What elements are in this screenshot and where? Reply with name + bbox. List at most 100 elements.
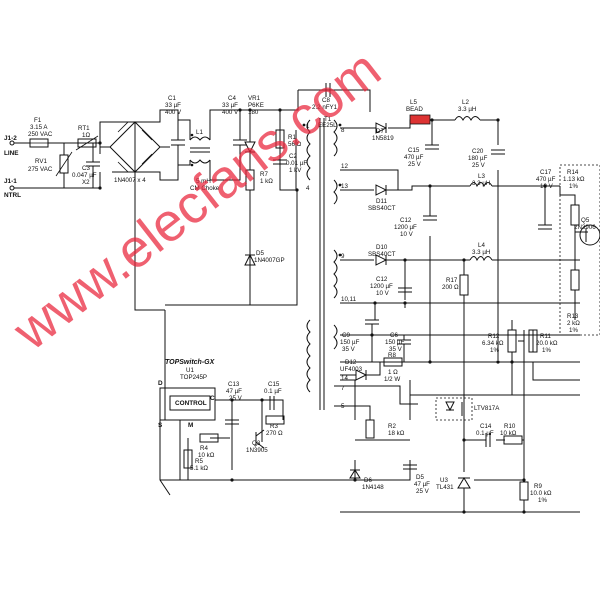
label-l5-name: L5: [410, 99, 417, 106]
label-c12a-name: C12: [400, 217, 412, 224]
label-f1-val1: 3.15 A: [30, 124, 48, 131]
label-pin7: 7: [341, 385, 345, 392]
label-r2-val: 18 kΩ: [388, 430, 405, 437]
component-labels: J1-2 LINE J1-1 NTRL F1 3.15 A 250 VAC RV…: [4, 95, 596, 504]
label-j11: J1-1: [4, 178, 17, 185]
label-bridge: 1N4007 x 4: [114, 177, 146, 184]
thermistor-rt1-symbol: [75, 135, 99, 151]
label-r11-val1: 20.0 kΩ: [536, 340, 558, 347]
label-vr1-name: VR1: [248, 95, 261, 102]
resistor-r9-symbol: [519, 481, 529, 501]
label-pin-m: M: [188, 422, 193, 429]
label-c4-name: C4: [228, 95, 236, 102]
label-d5-val: 1N4007GP: [254, 257, 285, 264]
terminal-j11: [9, 185, 15, 191]
resistor-r17-symbol: [459, 274, 469, 296]
label-c4-val1: 33 µF: [222, 102, 238, 109]
diode-d5-symbol: [244, 190, 256, 290]
capacitor-c2-symbol: [273, 159, 287, 165]
label-c12b-val1: 1200 µF: [370, 283, 393, 290]
label-r11-name: R11: [540, 333, 551, 340]
capacitor-c14-symbol: [485, 433, 491, 447]
label-c20-val1: 180 µF: [468, 155, 488, 162]
diode-d7-symbol: [375, 122, 388, 134]
label-c6-val1: 150 µF: [385, 339, 405, 346]
label-r4-val: 10 kΩ: [198, 452, 215, 459]
label-c12b-name: C12: [376, 276, 388, 283]
resistor-r13-symbol: [570, 269, 580, 291]
label-c4-val2: 400 V: [222, 109, 239, 116]
label-d11-val: SBS40CT: [368, 205, 396, 212]
label-u1-name: U1: [186, 367, 194, 374]
label-l4-val: 3.3 µH: [472, 249, 490, 256]
diode-d11-symbol: [375, 184, 388, 196]
capacitor-c15a-symbol: [425, 144, 439, 150]
label-line: LINE: [4, 150, 19, 157]
label-c12a-val2: 10 V: [400, 231, 414, 238]
resistor-r2-symbol: [365, 419, 375, 439]
label-r9-val2: 1%: [538, 497, 547, 504]
label-c3-val2: X2: [82, 179, 90, 186]
optocoupler-u2-symbol: [435, 397, 473, 421]
label-r9-val1: 10.0 kΩ: [530, 490, 552, 497]
label-r13-val1: 2 kΩ: [567, 320, 580, 327]
label-r12-name: R12: [488, 333, 500, 340]
label-d12-name: D12: [345, 359, 357, 366]
capacitor-c13-symbol: [225, 419, 239, 425]
bead-l5-symbol: [409, 114, 431, 125]
inductor-l2-symbol: [454, 116, 481, 122]
label-r3-val: 270 Ω: [266, 430, 283, 437]
label-r4-name: R4: [200, 445, 208, 452]
label-l4-name: L4: [478, 242, 485, 249]
label-q3-name: Q3: [252, 440, 261, 447]
label-pin1: 1: [306, 123, 310, 130]
label-r14-val1: 1.13 kΩ: [563, 176, 585, 183]
label-pin1011: 10,11: [341, 296, 357, 303]
label-r8-name: R8: [388, 352, 396, 359]
label-c3-name: C3: [82, 165, 90, 172]
label-r17-name: R17: [446, 277, 458, 284]
label-d8-name: D5: [416, 474, 424, 481]
label-r1-val: 56 Ω: [288, 141, 302, 148]
label-c17-val1: 470 µF: [536, 176, 556, 183]
label-l3-val: 3.3 µH: [472, 180, 490, 187]
label-t1-val: EE25L: [318, 122, 337, 129]
label-f1-name: F1: [34, 117, 42, 124]
capacitor-c9-symbol: [365, 319, 379, 335]
label-d12-val: UF4003: [340, 366, 363, 373]
label-pin9: 9: [341, 253, 345, 260]
label-r10-val: 10 kΩ: [500, 430, 517, 437]
label-c13-val1: 47 µF: [226, 388, 242, 395]
label-pin12: 12: [341, 163, 348, 170]
label-c1-name: C1: [168, 95, 176, 102]
label-vr1-val2: 180: [248, 109, 259, 116]
resistor-r3-symbol: [265, 415, 285, 425]
label-c13-name: C13: [228, 381, 240, 388]
choke-l1-symbol: [189, 133, 211, 167]
capacitor-c16-symbol: [269, 396, 275, 410]
label-q5-name: Q5: [581, 217, 590, 224]
label-r7-val: 1 kΩ: [260, 178, 273, 185]
label-c14-val: 0.1 µF: [476, 430, 494, 437]
label-pin-c: C: [210, 395, 215, 402]
label-c1-val1: 33 µF: [165, 102, 181, 109]
label-vr1-val1: P6KE: [248, 102, 264, 109]
label-pin-s: S: [158, 422, 163, 429]
label-r5-val: 5.1 kΩ: [190, 465, 208, 472]
topswitch-u1-symbol: [159, 387, 216, 421]
label-l1-val1: 5 mH: [196, 178, 211, 185]
label-rt1-name: RT1: [78, 125, 90, 132]
label-r8-val1: 1 Ω: [388, 369, 398, 376]
label-pin4: 4: [306, 185, 310, 192]
diode-d10-symbol: [375, 254, 388, 266]
label-l1-name: L1: [196, 129, 203, 136]
feedback-dashed-box: [559, 164, 600, 336]
label-c8-name: C8: [322, 97, 330, 104]
label-r9-name: R9: [534, 483, 542, 490]
label-pin14: 14: [341, 375, 348, 382]
label-c14-name: C14: [480, 423, 492, 430]
label-d6-val: 1N4148: [362, 484, 384, 491]
label-d8-val1: 47 µF: [414, 481, 430, 488]
label-c12a-val1: 1200 µF: [394, 224, 417, 231]
